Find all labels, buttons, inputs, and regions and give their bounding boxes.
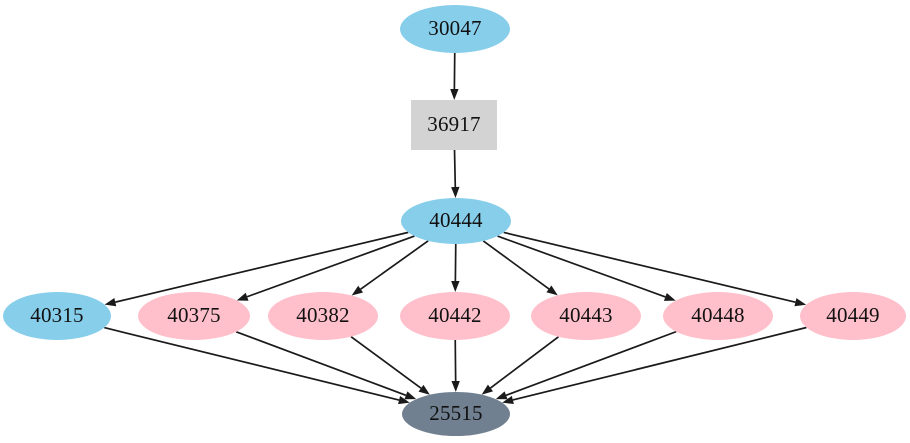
node-30047[interactable]: 30047	[400, 5, 510, 53]
edge-line	[104, 326, 400, 401]
arrowhead-icon	[451, 280, 460, 292]
edge-40448-to-25515	[495, 330, 677, 400]
node-40449[interactable]: 40449	[800, 292, 906, 340]
node-shape-40444[interactable]	[401, 198, 511, 244]
edge-line	[115, 231, 409, 303]
edge-40315-to-25515	[104, 326, 410, 405]
node-shape-30047[interactable]	[400, 5, 510, 53]
node-shape-40315[interactable]	[3, 292, 111, 340]
arrowhead-icon	[351, 285, 364, 296]
node-shape-40443[interactable]	[531, 292, 641, 340]
arrowhead-icon	[451, 186, 460, 198]
node-40448[interactable]: 40448	[663, 292, 773, 340]
edge-line	[360, 240, 429, 290]
node-40442[interactable]: 40442	[400, 292, 510, 340]
node-40315[interactable]: 40315	[3, 292, 111, 340]
edge-40382-to-25515	[350, 335, 430, 395]
edge-40375-to-25515	[235, 330, 417, 400]
arrowhead-icon	[236, 292, 249, 301]
edge-40449-to-25515	[502, 326, 807, 405]
node-40382[interactable]: 40382	[268, 292, 378, 340]
node-40444[interactable]: 40444	[401, 198, 511, 244]
node-shape-40448[interactable]	[663, 292, 773, 340]
arrowhead-icon	[398, 395, 410, 405]
arrowhead-icon	[794, 298, 807, 307]
arrowhead-icon	[502, 395, 514, 405]
edge-line	[350, 335, 422, 389]
node-shape-36917[interactable]	[411, 100, 497, 150]
node-shape-40449[interactable]	[800, 292, 906, 340]
edge-line	[489, 336, 559, 389]
arrowhead-icon	[546, 285, 558, 296]
node-shape-40442[interactable]	[400, 292, 510, 340]
edges-layer	[104, 52, 807, 405]
edge-40444-to-40315	[104, 231, 409, 307]
edge-line	[246, 235, 415, 298]
edge-line	[512, 326, 807, 401]
arrowhead-icon	[663, 292, 676, 301]
node-shape-40375[interactable]	[138, 292, 250, 340]
arrowhead-icon	[481, 384, 493, 395]
edge-40443-to-25515	[481, 336, 559, 395]
edge-line	[505, 330, 677, 397]
node-shape-25515[interactable]	[402, 392, 510, 436]
arrowhead-icon	[450, 88, 459, 100]
edge-line	[503, 231, 796, 304]
node-40443[interactable]: 40443	[531, 292, 641, 340]
edge-36917-to-40444	[451, 149, 460, 198]
edge-line	[497, 235, 666, 298]
edge-40444-to-40449	[503, 231, 807, 307]
arrowhead-icon	[495, 391, 508, 400]
node-40375[interactable]: 40375	[138, 292, 250, 340]
edge-40444-to-40448	[497, 235, 676, 301]
edge-line	[235, 330, 407, 397]
edge-40444-to-40382	[351, 240, 429, 296]
arrowhead-icon	[404, 391, 417, 400]
edge-line	[453, 149, 457, 188]
node-36917[interactable]: 36917	[411, 100, 497, 150]
arrowhead-icon	[104, 298, 117, 307]
arrowhead-icon	[451, 380, 460, 392]
node-25515[interactable]: 25515	[402, 392, 510, 436]
edge-40444-to-40375	[236, 235, 415, 301]
edge-40442-to-25515	[451, 339, 460, 392]
edge-30047-to-36917	[450, 52, 459, 100]
edge-40444-to-40443	[482, 240, 558, 296]
node-shape-40382[interactable]	[268, 292, 378, 340]
arrowhead-icon	[418, 384, 430, 395]
edge-40444-to-40442	[451, 243, 460, 292]
edge-line	[482, 240, 550, 290]
